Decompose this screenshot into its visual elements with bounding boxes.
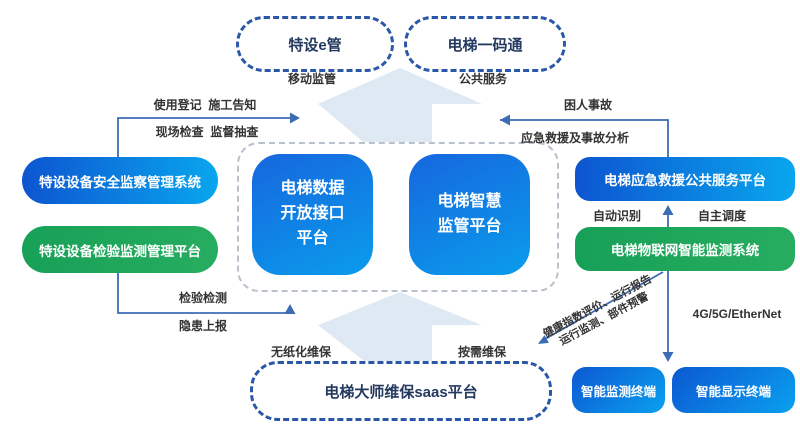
arrowhead-down-icon xyxy=(662,352,674,362)
edge-label-paperless-maintenance: 无纸化维保 xyxy=(270,345,332,359)
node-label: 特设设备安全监察管理系统 xyxy=(39,174,201,190)
node-label: 特设设备检验监测管理平台 xyxy=(39,243,201,259)
edge-label-hazard-report: 隐患上报 xyxy=(178,319,228,333)
edge-inspection-to-hub xyxy=(117,273,290,314)
node-smart-monitor-terminal: 智能监测终端 xyxy=(572,367,665,413)
arrowhead-up-icon xyxy=(284,304,296,314)
node-label: 电梯一码通 xyxy=(447,36,523,54)
edge-label-rescue-analysis: 应急救援及事故分析 xyxy=(520,131,630,145)
arrowhead-right-icon xyxy=(290,112,300,124)
edge-label-inspection-test: 检验检测 xyxy=(178,291,228,305)
edge-label-auto-identify: 自动识别 xyxy=(592,209,642,223)
arrowhead-left-icon xyxy=(500,114,510,126)
edge-label-usage-registration: 使用登记 施工告知 xyxy=(153,98,257,112)
edge-label-site-check: 现场检查 监督抽查 xyxy=(155,125,259,139)
arrowhead-diagonal-icon xyxy=(538,335,549,344)
node-inspection-platform: 特设设备检验监测管理平台 xyxy=(22,226,218,273)
edge-label-trapped-accident: 困人事故 xyxy=(563,98,613,112)
edge-label-ondemand-maintenance: 按需维保 xyxy=(457,345,507,359)
node-label: 智能显示终端 xyxy=(695,384,771,399)
edge-safety-to-hub xyxy=(117,117,290,157)
node-iot-monitoring-system: 电梯物联网智能监测系统 xyxy=(575,227,795,271)
node-label: 电梯应急救援公共服务平台 xyxy=(604,173,766,188)
node-safety-supervision-system: 特设设备安全监察管理系统 xyxy=(22,157,218,204)
node-label-line: 平台 xyxy=(296,229,329,247)
node-label: 智能监测终端 xyxy=(580,384,656,399)
edge-emergency-to-hub xyxy=(500,119,669,157)
node-label: 电梯大师维保saas平台 xyxy=(324,383,478,401)
node-emergency-rescue-platform: 电梯应急救援公共服务平台 xyxy=(575,157,795,201)
edge-iot-diagonal xyxy=(539,271,664,343)
node-label: 特设e管 xyxy=(288,36,342,54)
node-label-line: 电梯智慧 xyxy=(437,192,502,210)
node-teshe-eguan: 特设e管 xyxy=(236,16,394,72)
node-smart-display-terminal: 智能显示终端 xyxy=(672,367,795,413)
arrowhead-up-icon xyxy=(662,205,674,215)
edge-label-network: 4G/5G/EtherNet xyxy=(692,307,782,321)
caption-public-service: 公共服务 xyxy=(458,72,508,86)
node-smart-supervision-platform: 电梯智慧 监管平台 xyxy=(409,154,530,275)
node-label-line: 监管平台 xyxy=(437,217,502,235)
node-data-open-platform: 电梯数据 开放接口 平台 xyxy=(252,154,373,275)
node-yimatong: 电梯一码通 xyxy=(404,16,566,72)
node-saas-maintenance-platform: 电梯大师维保saas平台 xyxy=(250,361,552,421)
edge-label-auto-dispatch: 自主调度 xyxy=(697,209,747,223)
node-label-line: 开放接口 xyxy=(280,205,345,223)
node-label-line: 电梯数据 xyxy=(280,180,345,198)
caption-mobile-supervision: 移动监管 xyxy=(287,72,337,86)
node-label: 电梯物联网智能监测系统 xyxy=(610,243,760,258)
